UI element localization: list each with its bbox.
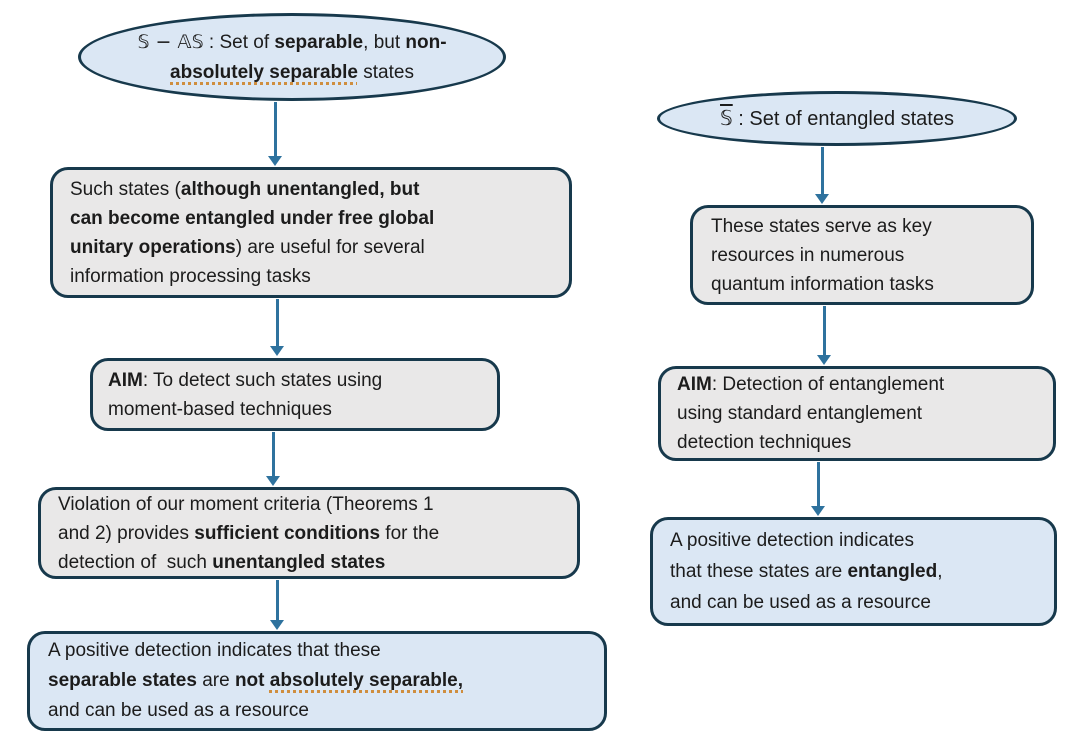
text-segment: A positive detection indicates: [670, 530, 914, 551]
text-segment: states: [357, 61, 414, 83]
ellipse-separable-text: 𝕊 − 𝔸𝕊 : Set of separable, but non-absol…: [137, 27, 446, 88]
text-segment: although unentangled, but: [180, 178, 420, 200]
arrow-head-icon: [811, 506, 825, 516]
box-left-usefulness-text: Such states (although unentangled, but ca…: [70, 175, 552, 291]
arrow-head-icon: [817, 355, 831, 365]
text-segment: : To detect such states using: [142, 369, 383, 391]
text-segment: unitary operations: [70, 236, 236, 258]
arrow-head-icon: [270, 346, 284, 356]
text-segment: absolutely separable,: [269, 670, 464, 691]
arrow-head-icon: [815, 194, 829, 204]
box-left-aim-text: AIM: To detect such states using moment-b…: [108, 366, 482, 424]
flow-arrow-left-3: [266, 432, 280, 486]
arrow-line: [822, 306, 826, 357]
text-segment: These states serve as key: [711, 215, 932, 237]
box-left-violation: Violation of our moment criteria (Theore…: [38, 487, 580, 579]
text-segment: information processing tasks: [70, 265, 311, 287]
text-segment: absolutely separable: [170, 61, 358, 83]
text-segment: Violation of our moment criteria (Theore…: [58, 493, 434, 515]
text-segment: detection of such: [58, 551, 213, 573]
box-right-resources: These states serve as key resources in nu…: [690, 205, 1034, 305]
ellipse-separable-not-absolutely-separable: 𝕊 − 𝔸𝕊 : Set of separable, but non-absol…: [78, 13, 506, 101]
text-segment: and can be used as a resource: [48, 700, 309, 721]
box-right-aim-text: AIM: Detection of entanglement using stan…: [677, 370, 1037, 457]
arrow-line: [273, 102, 277, 158]
flow-arrow-left-2: [270, 299, 284, 356]
arrow-line: [275, 299, 279, 348]
arrow-head-icon: [268, 156, 282, 166]
text-segment: : Set of entangled states: [732, 108, 954, 130]
text-segment: sufficient conditions: [194, 522, 381, 544]
text-segment: Such states (: [70, 178, 181, 200]
ellipse-entangled-text: 𝕊 : Set of entangled states: [720, 106, 954, 131]
box-right-conclusion-text: A positive detection indicates that these…: [670, 525, 1037, 618]
box-left-conclusion-text: A positive detection indicates that thes…: [48, 636, 586, 726]
flow-arrow-right-1: [815, 147, 829, 204]
text-segment: ,: [937, 561, 943, 582]
text-segment: entangled: [847, 561, 938, 582]
box-left-violation-text: Violation of our moment criteria (Theore…: [58, 490, 560, 577]
arrow-line: [816, 462, 820, 508]
text-segment: moment-based techniques: [108, 398, 332, 420]
box-right-aim: AIM: Detection of entanglement using stan…: [658, 366, 1056, 461]
text-segment: : Detection of entanglement: [711, 374, 945, 395]
flow-arrow-right-3: [811, 462, 825, 516]
text-segment: separable: [274, 31, 364, 53]
box-left-usefulness: Such states (although unentangled, but ca…: [50, 167, 572, 298]
flow-arrow-left-1: [268, 102, 282, 166]
text-segment: quantum information tasks: [711, 273, 934, 295]
text-segment: AIM: [108, 369, 143, 391]
ellipse-entangled-states: 𝕊 : Set of entangled states: [657, 91, 1017, 146]
text-segment: not: [234, 670, 270, 691]
arrow-head-icon: [266, 476, 280, 486]
text-segment: separable states: [48, 670, 197, 691]
box-left-aim: AIM: To detect such states using moment-b…: [90, 358, 500, 431]
text-segment: that these states are: [670, 561, 848, 582]
flow-arrow-left-4: [270, 580, 284, 630]
box-right-conclusion: A positive detection indicates that these…: [650, 517, 1057, 626]
text-segment: detection techniques: [677, 432, 852, 453]
arrow-line: [275, 580, 279, 622]
text-segment: 𝕊: [720, 106, 733, 130]
text-segment: resources in numerous: [711, 244, 905, 266]
text-segment: AIM: [677, 374, 712, 395]
text-segment: are: [196, 670, 235, 691]
box-right-resources-text: These states serve as key resources in nu…: [711, 212, 1013, 299]
text-segment: , but: [363, 31, 406, 53]
text-segment: can become entangled under free global: [70, 207, 435, 229]
text-segment: using standard entanglement: [677, 403, 923, 424]
arrow-line: [271, 432, 275, 478]
text-segment: and 2) provides: [58, 522, 195, 544]
arrow-head-icon: [270, 620, 284, 630]
text-segment: ) are useful for several: [235, 236, 425, 258]
text-segment: for the: [380, 522, 440, 544]
text-segment: A positive detection indicates that thes…: [48, 640, 381, 661]
box-left-conclusion: A positive detection indicates that thes…: [27, 631, 607, 731]
text-segment: and can be used as a resource: [670, 592, 931, 613]
text-segment: unentangled states: [212, 551, 386, 573]
text-segment: non-: [405, 31, 447, 53]
arrow-line: [820, 147, 824, 196]
text-segment: 𝕊 − 𝔸𝕊: [137, 30, 204, 53]
flow-arrow-right-2: [817, 306, 831, 365]
text-segment: : Set of: [203, 31, 275, 53]
